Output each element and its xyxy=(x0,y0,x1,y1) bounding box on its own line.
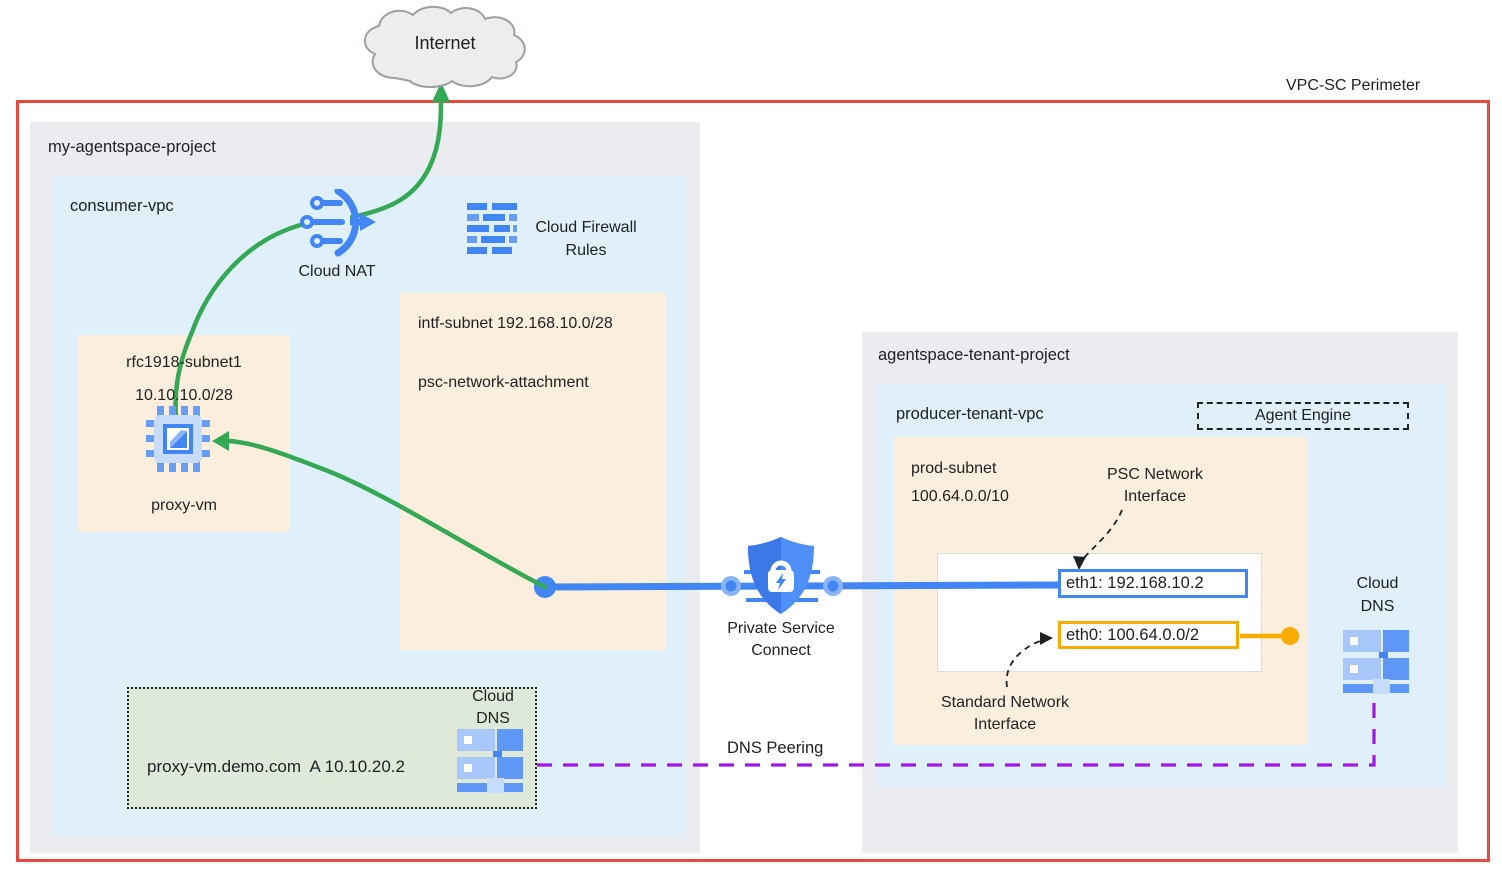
perimeter-label: VPC-SC Perimeter xyxy=(1286,77,1421,94)
intf-subnet-box xyxy=(400,293,666,650)
agent-engine-box: Agent Engine xyxy=(1197,402,1409,430)
dns-peering-label: DNS Peering xyxy=(727,739,824,757)
dns-left-label: Cloud DNS xyxy=(472,688,514,727)
proxy-vm-icon xyxy=(146,406,210,472)
private-service-connect-icon xyxy=(748,537,814,615)
psc-label: Private Service Connect xyxy=(727,620,835,659)
agent-engine-label: Agent Engine xyxy=(1254,407,1352,424)
cloud-dns-left-icon xyxy=(457,729,523,793)
cloud-firewall-label: Cloud Firewall Rules xyxy=(535,219,637,259)
prod-subnet-cidr: 100.64.0.0/10 xyxy=(911,488,1009,505)
cloud-firewall-icon xyxy=(467,203,517,257)
psc-iface-label: PSC Network Interface xyxy=(1106,466,1204,505)
eth1-box: eth1: 192.168.10.2 xyxy=(1058,569,1248,598)
internet-label: Internet xyxy=(414,33,476,53)
cloud-nat-icon xyxy=(300,187,382,257)
rfc-subnet-name: rfc1918-subnet1 xyxy=(126,354,242,371)
dns-right-label: Cloud DNS xyxy=(1356,575,1399,615)
cloud-dns-right-icon xyxy=(1343,630,1409,694)
right-project-title: agentspace-tenant-project xyxy=(878,346,1070,364)
vpc-sc-perimeter-box xyxy=(16,100,1490,862)
dns-record-text: proxy-vm.demo.com A 10.10.20.2 xyxy=(147,757,405,776)
consumer-vpc-title: consumer-vpc xyxy=(70,197,174,215)
left-project-title: my-agentspace-project xyxy=(48,138,216,156)
proxy-vm-label: proxy-vm xyxy=(151,497,217,514)
std-iface-label: Standard Network Interface xyxy=(940,694,1070,733)
cloud-nat-label: Cloud NAT xyxy=(298,263,376,280)
eth0-box: eth0: 100.64.0.0/2 xyxy=(1058,621,1239,649)
rfc-subnet-cidr: 10.10.10.0/28 xyxy=(135,387,233,404)
intf-subnet-label: intf-subnet 192.168.10.0/28 xyxy=(418,315,613,332)
producer-vpc-title: producer-tenant-vpc xyxy=(896,405,1044,423)
psc-network-attachment-label: psc-network-attachment xyxy=(418,374,589,391)
prod-subnet-name: prod-subnet xyxy=(911,460,997,477)
